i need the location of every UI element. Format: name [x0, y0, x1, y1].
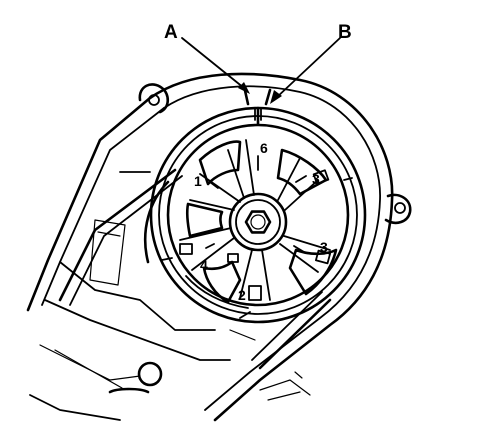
callout-label-a: A — [164, 22, 178, 43]
pulley-number-6: 6 — [260, 140, 268, 156]
pulley-number-3-upper: 3 — [312, 171, 320, 187]
pulley-number-3-lower: 3 — [320, 239, 328, 255]
callout-label-b: B — [338, 22, 352, 43]
pulley-number-2: 2 — [238, 287, 246, 303]
cover-mounting-tab-right — [384, 193, 412, 225]
camshaft-pulley — [149, 106, 367, 324]
cover-index-pointer — [242, 84, 272, 106]
pulley-number-4: 4 — [200, 257, 208, 273]
callout-a-leader — [181, 37, 250, 94]
pulley-number-1: 1 — [194, 173, 202, 189]
engine-block-lines — [29, 171, 311, 421]
cover-mounting-tab-left — [138, 83, 170, 114]
callout-b-leader — [270, 37, 341, 104]
